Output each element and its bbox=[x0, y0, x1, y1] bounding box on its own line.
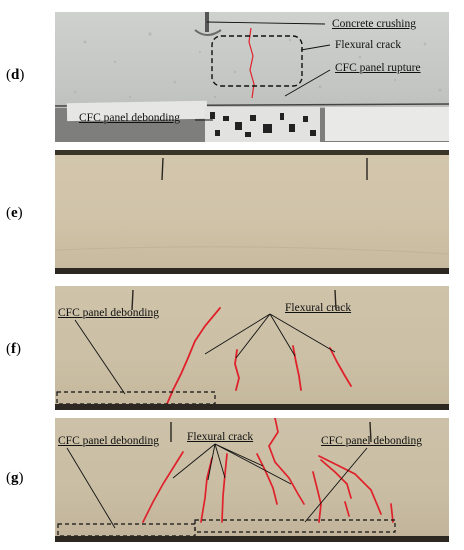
annotation-cfc-panel-debonding-d: CFC panel debonding bbox=[79, 112, 180, 124]
annotation-concrete-crushing: Concrete crushing bbox=[332, 18, 416, 30]
panel-label-f: (f) bbox=[6, 341, 21, 357]
annotation-cfc-panel-debonding-g-right: CFC panel debonding bbox=[321, 435, 422, 447]
photo-panel-g: Flexural crack CFC panel debonding CFC p… bbox=[55, 418, 449, 542]
annotation-flexural-crack-f: Flexural crack bbox=[285, 302, 352, 314]
annotation-flexural-crack-g: Flexural crack bbox=[187, 431, 254, 443]
annotation-cfc-panel-rupture: CFC panel rupture bbox=[335, 62, 421, 74]
panel-label-e: (e) bbox=[6, 205, 23, 221]
photo-panel-e bbox=[55, 150, 449, 274]
photo-g-graphics bbox=[55, 418, 449, 542]
annotation-cfc-panel-debonding-f: CFC panel debonding bbox=[58, 307, 159, 319]
panel-label-d: (d) bbox=[6, 67, 25, 83]
photo-e-graphics bbox=[55, 150, 449, 274]
photo-panel-d: Concrete crushing Flexural crack CFC pan… bbox=[55, 12, 449, 142]
photo-d-graphics bbox=[55, 12, 449, 142]
annotation-flexural-crack-d: Flexural crack bbox=[335, 39, 402, 51]
panel-label-g: (g) bbox=[6, 470, 24, 486]
annotation-cfc-panel-debonding-g-left: CFC panel debonding bbox=[58, 435, 159, 447]
photo-f-graphics bbox=[55, 289, 449, 410]
photo-panel-f: Flexural crack CFC panel debonding bbox=[55, 286, 449, 410]
